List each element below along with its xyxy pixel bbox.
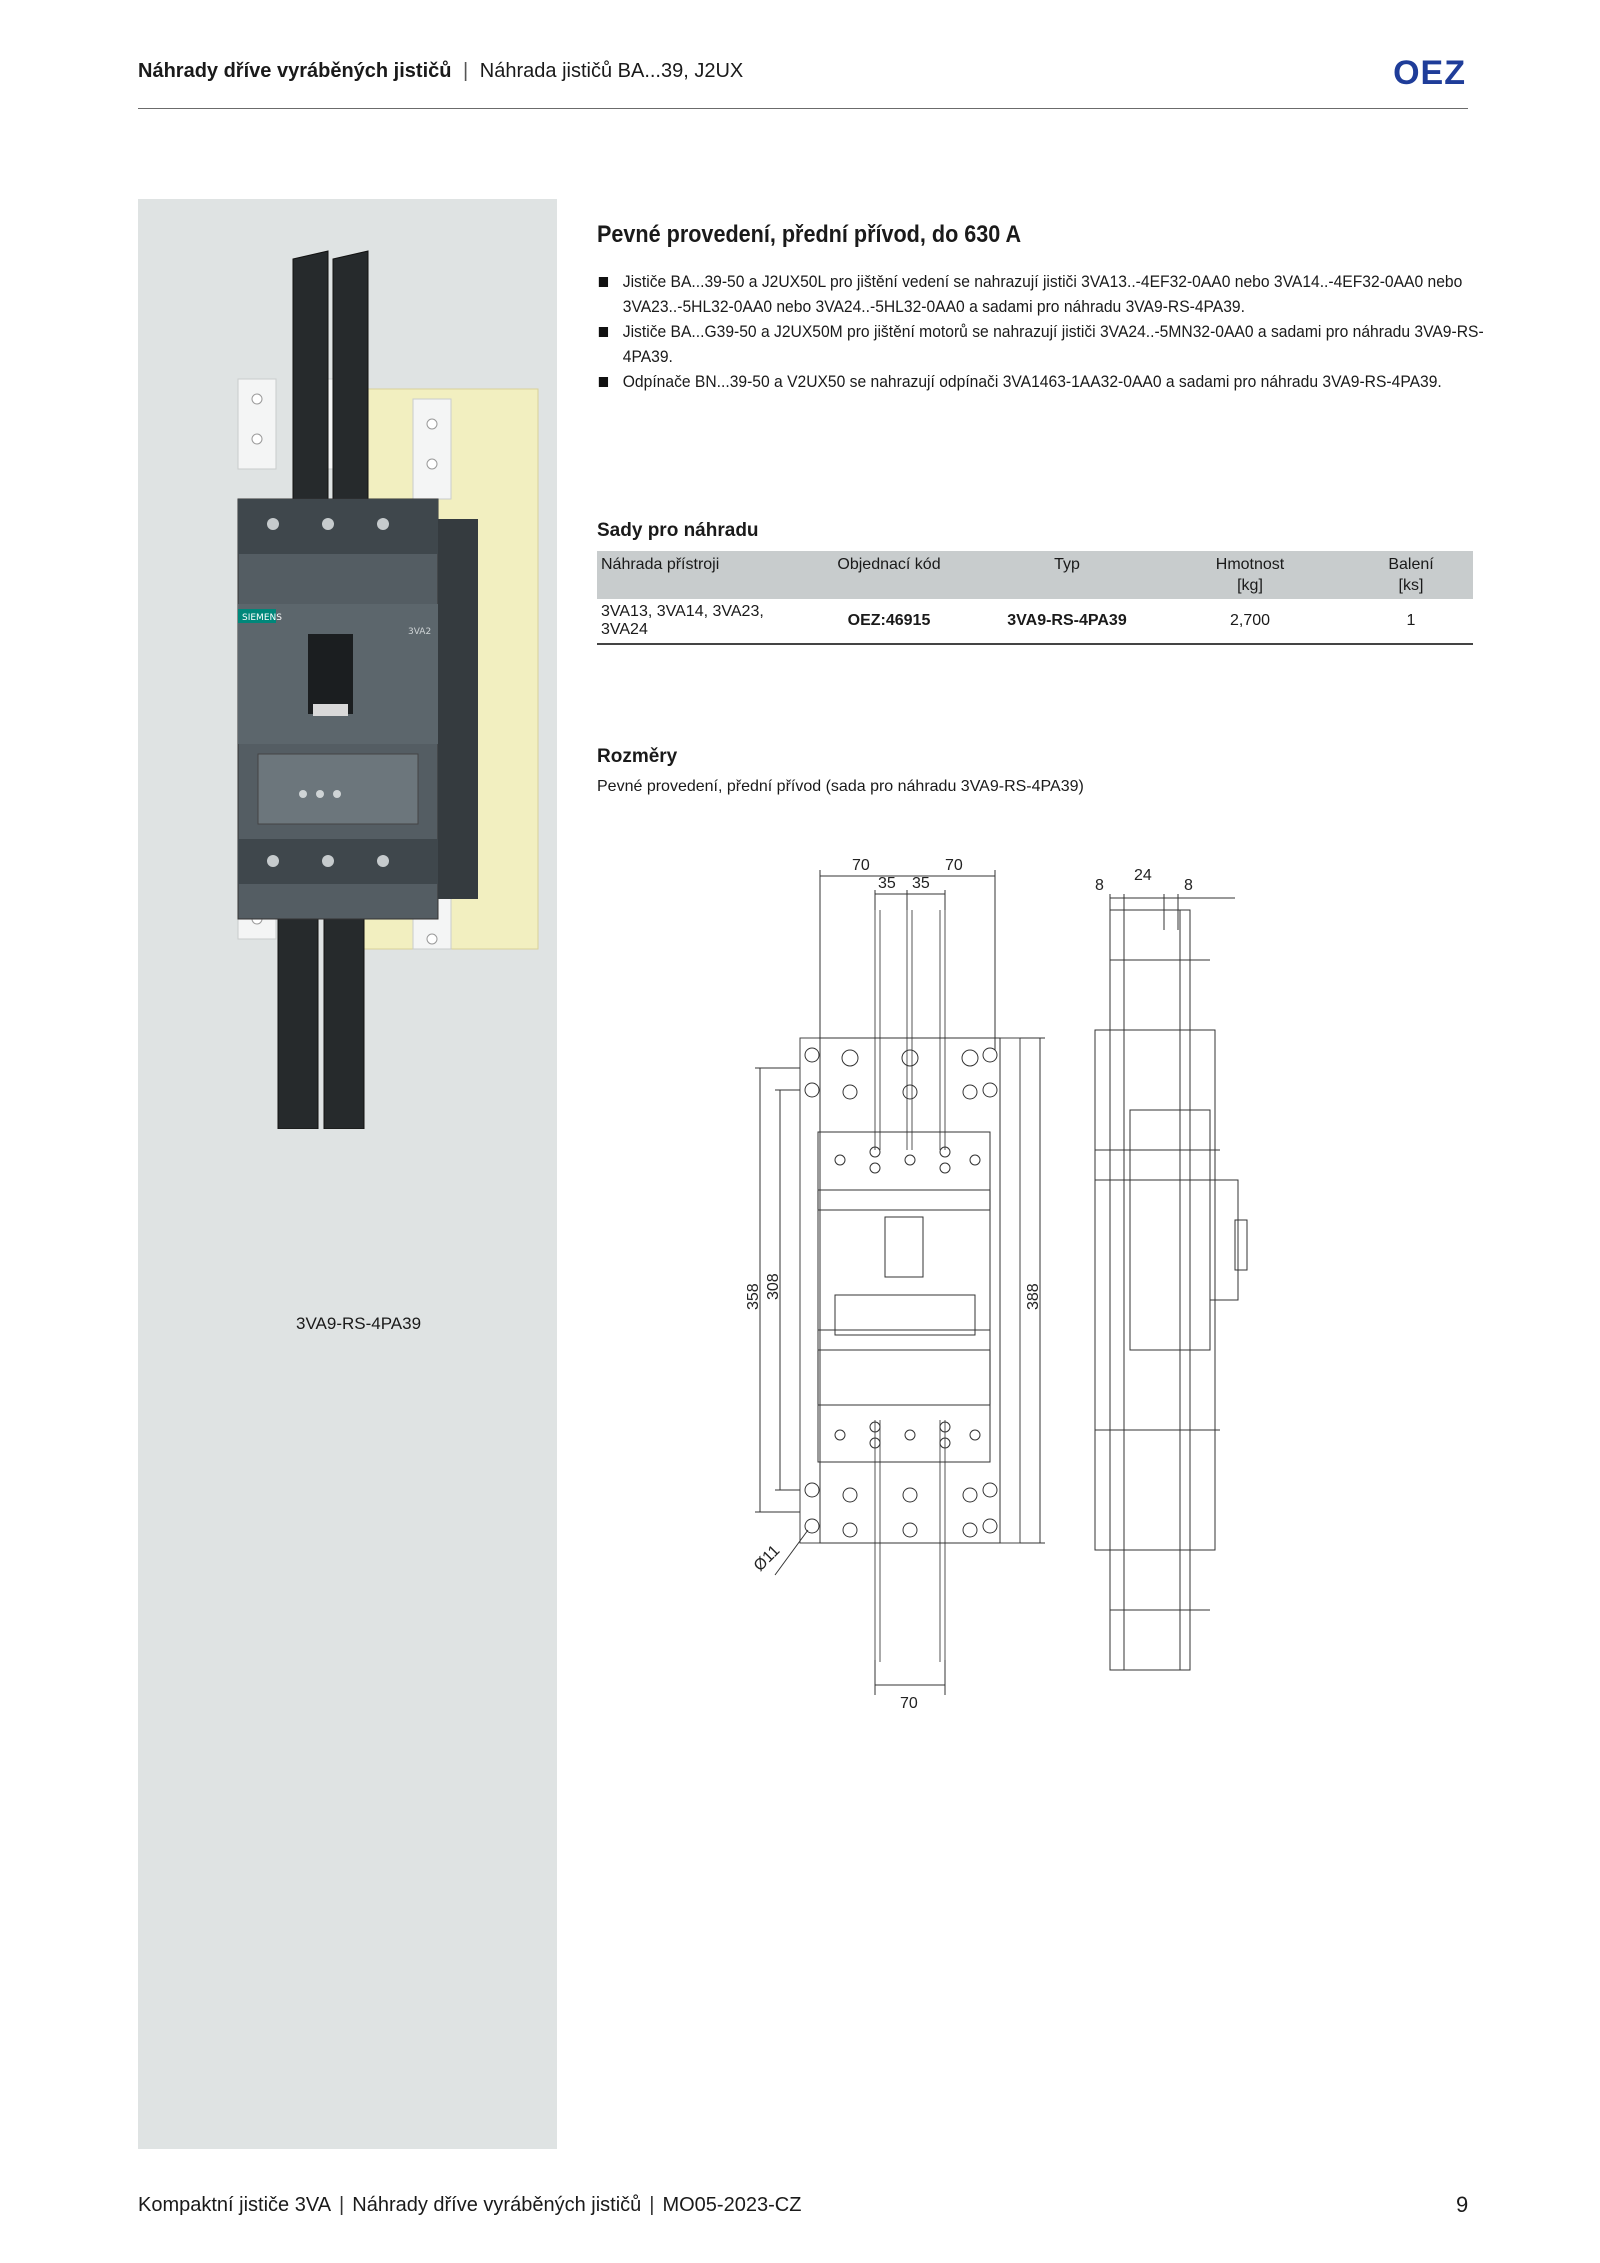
page-footer: Kompaktní jističe 3VA | Náhrady dříve vyrá… bbox=[138, 2194, 801, 2217]
col-header-replacement: Náhrada přístroji bbox=[597, 551, 795, 599]
bullet-item: Odpínače BN...39-50 a V2UX50 se nahrazuj… bbox=[597, 369, 1497, 394]
header-title-rest: Náhrada jističů BA...39, J2UX bbox=[479, 60, 744, 82]
product-caption: 3VA9-RS-4PA39 bbox=[296, 1314, 422, 1333]
col-header-weight: Hmotnost[kg] bbox=[1151, 551, 1349, 599]
model-label: 3VA2 bbox=[408, 627, 431, 637]
cell-order-code: OEZ:46915 bbox=[795, 599, 983, 645]
footer-separator: | bbox=[339, 2194, 345, 2216]
dimensions-subtitle: Pevné provedení, přední přívod (sada pro… bbox=[597, 778, 1084, 795]
header-title: Náhrady dříve vyráběných jističů | Náhra… bbox=[138, 60, 743, 83]
circuit-breaker-image: SIEMENS 3VA2 bbox=[237, 250, 539, 1129]
cell-replacement: 3VA13, 3VA14, 3VA23, 3VA24 bbox=[597, 599, 795, 645]
section-content: Pevné provedení, přední přívod, do 630 A… bbox=[597, 221, 1484, 394]
header-title-bold: Náhrady dříve vyráběných jističů bbox=[138, 60, 452, 82]
bullet-item: Jističe BA...G39-50 a J2UX50M pro jištěn… bbox=[597, 319, 1497, 369]
dim-70-right: 70 bbox=[945, 857, 963, 874]
dimensions-title: Rozměry bbox=[597, 746, 678, 767]
dim-24: 24 bbox=[1134, 867, 1152, 884]
dim-70-bottom: 70 bbox=[900, 1695, 918, 1710]
header-separator: | bbox=[463, 60, 469, 82]
cell-type: 3VA9-RS-4PA39 bbox=[983, 599, 1151, 645]
replacement-kit-table: Náhrada přístroji Objednací kód Typ Hmot… bbox=[597, 551, 1473, 645]
page-number: 9 bbox=[1456, 2192, 1469, 2217]
col-header-packing: Balení[ks] bbox=[1349, 551, 1473, 599]
footer-separator: | bbox=[649, 2194, 655, 2216]
dim-308: 308 bbox=[765, 1273, 782, 1300]
bullet-item: Jističe BA...39-50 a J2UX50L pro jištění… bbox=[597, 269, 1497, 319]
product-image-panel: SIEMENS 3VA2 3VA9-RS-4PA39 bbox=[138, 199, 557, 2149]
dim-388: 388 bbox=[1025, 1283, 1042, 1310]
oez-logo: OEZ bbox=[1393, 54, 1466, 92]
siemens-brand-label: SIEMENS bbox=[242, 613, 282, 623]
cell-weight: 2,700 bbox=[1151, 599, 1349, 645]
table-header-row: Náhrada přístroji Objednací kód Typ Hmot… bbox=[597, 551, 1473, 599]
dim-8-left: 8 bbox=[1095, 877, 1104, 894]
footer-part-1: Kompaktní jističe 3VA bbox=[138, 2194, 332, 2216]
cell-packing: 1 bbox=[1349, 599, 1473, 645]
dim-70-left: 70 bbox=[852, 857, 870, 874]
kit-table-title: Sady pro náhradu bbox=[597, 520, 759, 541]
table-row: 3VA13, 3VA14, 3VA23, 3VA24 OEZ:46915 3VA… bbox=[597, 599, 1473, 645]
dim-35-left: 35 bbox=[878, 875, 896, 892]
page-header: Náhrady dříve vyráběných jističů | Náhra… bbox=[138, 54, 1468, 109]
dim-358: 358 bbox=[745, 1283, 762, 1310]
replacement-bullet-list: Jističe BA...39-50 a J2UX50L pro jištění… bbox=[597, 269, 1484, 394]
footer-part-2: Náhrady dříve vyráběných jističů bbox=[352, 2194, 642, 2216]
dim-35-right: 35 bbox=[912, 875, 930, 892]
col-header-order-code: Objednací kód bbox=[795, 551, 983, 599]
section-title: Pevné provedení, přední přívod, do 630 A bbox=[597, 221, 1022, 248]
dimension-drawing: 70 70 35 35 358 308 3 bbox=[745, 857, 1248, 1710]
footer-part-3: MO05-2023-CZ bbox=[662, 2194, 802, 2216]
col-header-type: Typ bbox=[983, 551, 1151, 599]
dim-8-right: 8 bbox=[1184, 877, 1193, 894]
